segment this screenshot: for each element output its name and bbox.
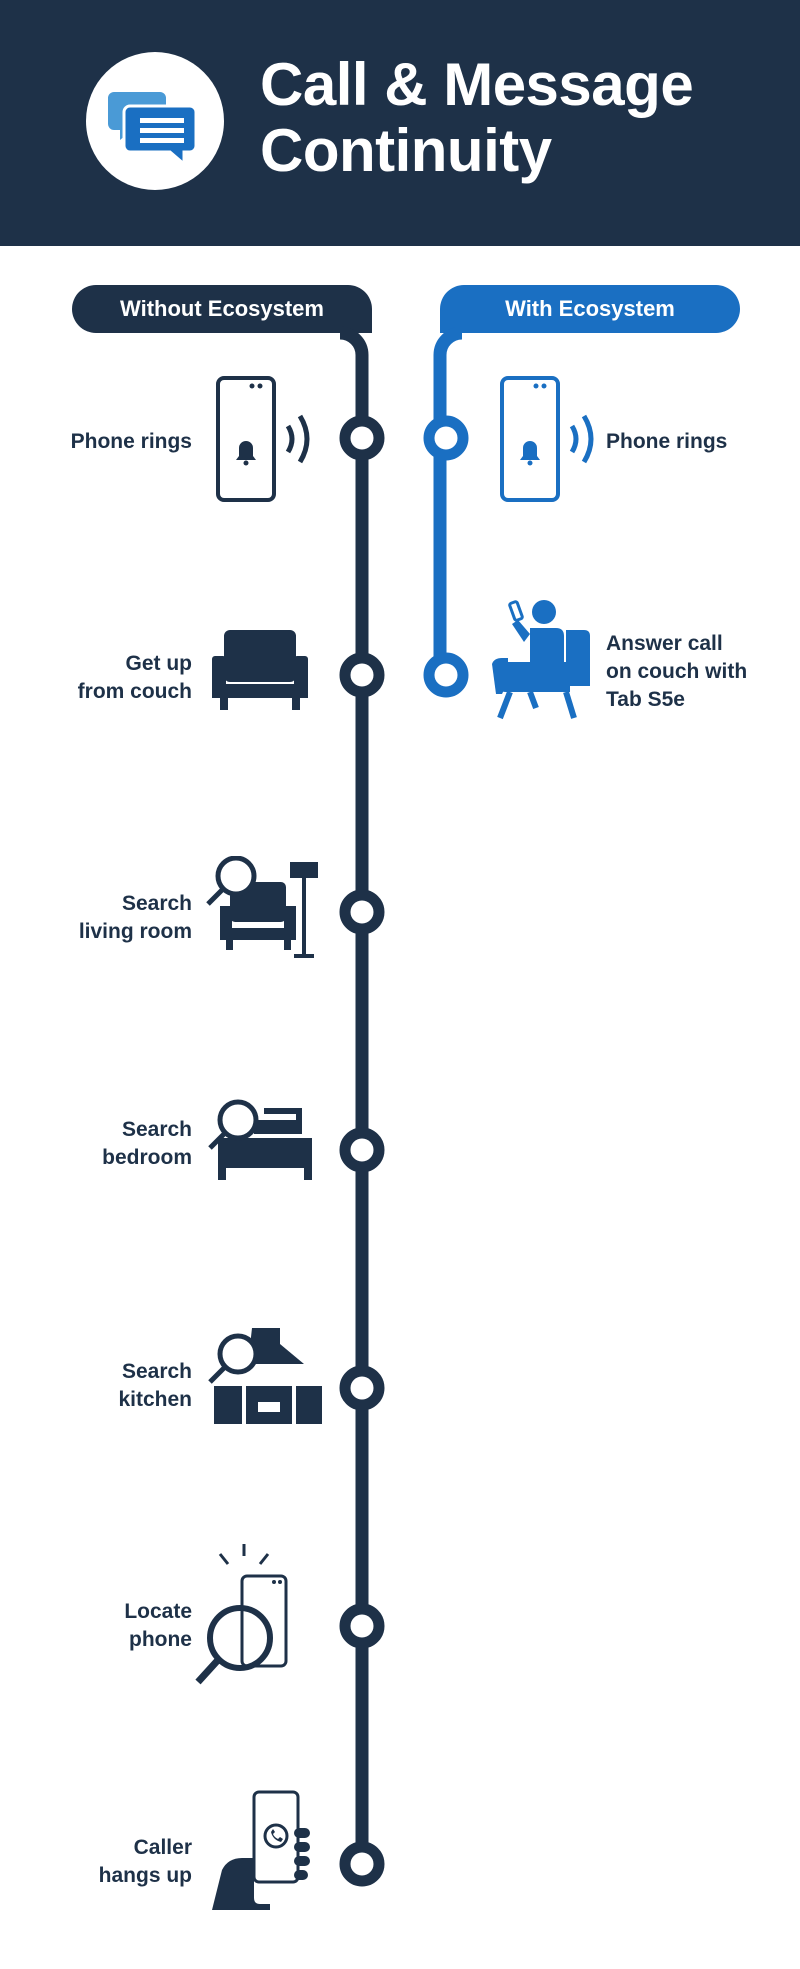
label-line: bedroom: [102, 1146, 192, 1169]
logo-badge: [86, 52, 224, 190]
label-line: from couch: [77, 680, 192, 703]
person-on-couch-with-tablet-icon: [492, 600, 590, 720]
chat-bubbles-icon: [108, 92, 198, 168]
timeline-node-blue: [423, 415, 469, 461]
label-line: phone: [129, 1628, 192, 1651]
timeline-node: [339, 415, 385, 461]
label-line: hangs up: [98, 1864, 192, 1887]
label-line: Phone rings: [70, 430, 192, 453]
without-step-7-label: Caller hangs up: [12, 1834, 192, 1890]
hand-holding-phone-icon: [212, 1790, 310, 1910]
label-line: living room: [78, 920, 192, 943]
without-ecosystem-label: Without Ecosystem: [72, 285, 372, 333]
header-banner: Call & Message Continuity: [0, 0, 800, 246]
search-kitchen-icon: [208, 1328, 322, 1424]
search-living-room-icon: [206, 856, 318, 958]
with-ecosystem-label: With Ecosystem: [440, 285, 740, 333]
label-line: Search: [121, 1118, 192, 1141]
label-line: on couch with: [606, 660, 748, 683]
timeline-node-blue: [423, 652, 469, 698]
without-step-2-label: Get up from couch: [12, 650, 192, 706]
label-line: Search: [121, 892, 192, 915]
title-line-1: Call & Message: [260, 51, 694, 118]
label-line: Phone rings: [606, 430, 728, 453]
without-step-1-label: Phone rings: [12, 428, 192, 456]
with-step-2-label: Answer call on couch with Tab S5e: [606, 630, 800, 714]
label-line: Tab S5e: [606, 688, 685, 711]
without-step-4-label: Search bedroom: [12, 1116, 192, 1172]
without-step-3-label: Search living room: [12, 890, 192, 946]
timeline-node: [339, 1841, 385, 1887]
timeline-node: [339, 1603, 385, 1649]
page-title: Call & Message Continuity: [260, 51, 694, 184]
timeline-node: [339, 1127, 385, 1173]
without-step-6-label: Locate phone: [12, 1598, 192, 1654]
label-line: kitchen: [118, 1388, 192, 1411]
ringing-phone-icon: [216, 376, 310, 502]
title-line-2: Continuity: [260, 117, 552, 184]
couch-icon: [212, 630, 308, 710]
timeline-node: [339, 652, 385, 698]
without-timeline-line: [339, 326, 369, 1866]
with-step-1-label: Phone rings: [606, 428, 800, 456]
without-step-5-label: Search kitchen: [12, 1358, 192, 1414]
search-bedroom-icon: [208, 1099, 312, 1180]
label-line: Answer call: [606, 632, 723, 655]
timeline-node: [339, 1365, 385, 1411]
timeline-node: [339, 889, 385, 935]
ringing-phone-icon-blue: [500, 376, 594, 502]
with-timeline-line: [433, 326, 463, 675]
label-line: Get up: [125, 652, 193, 675]
label-line: Search: [121, 1360, 192, 1383]
label-line: Caller: [133, 1836, 192, 1859]
label-line: Locate: [124, 1600, 192, 1623]
locate-phone-icon: [195, 1544, 288, 1685]
